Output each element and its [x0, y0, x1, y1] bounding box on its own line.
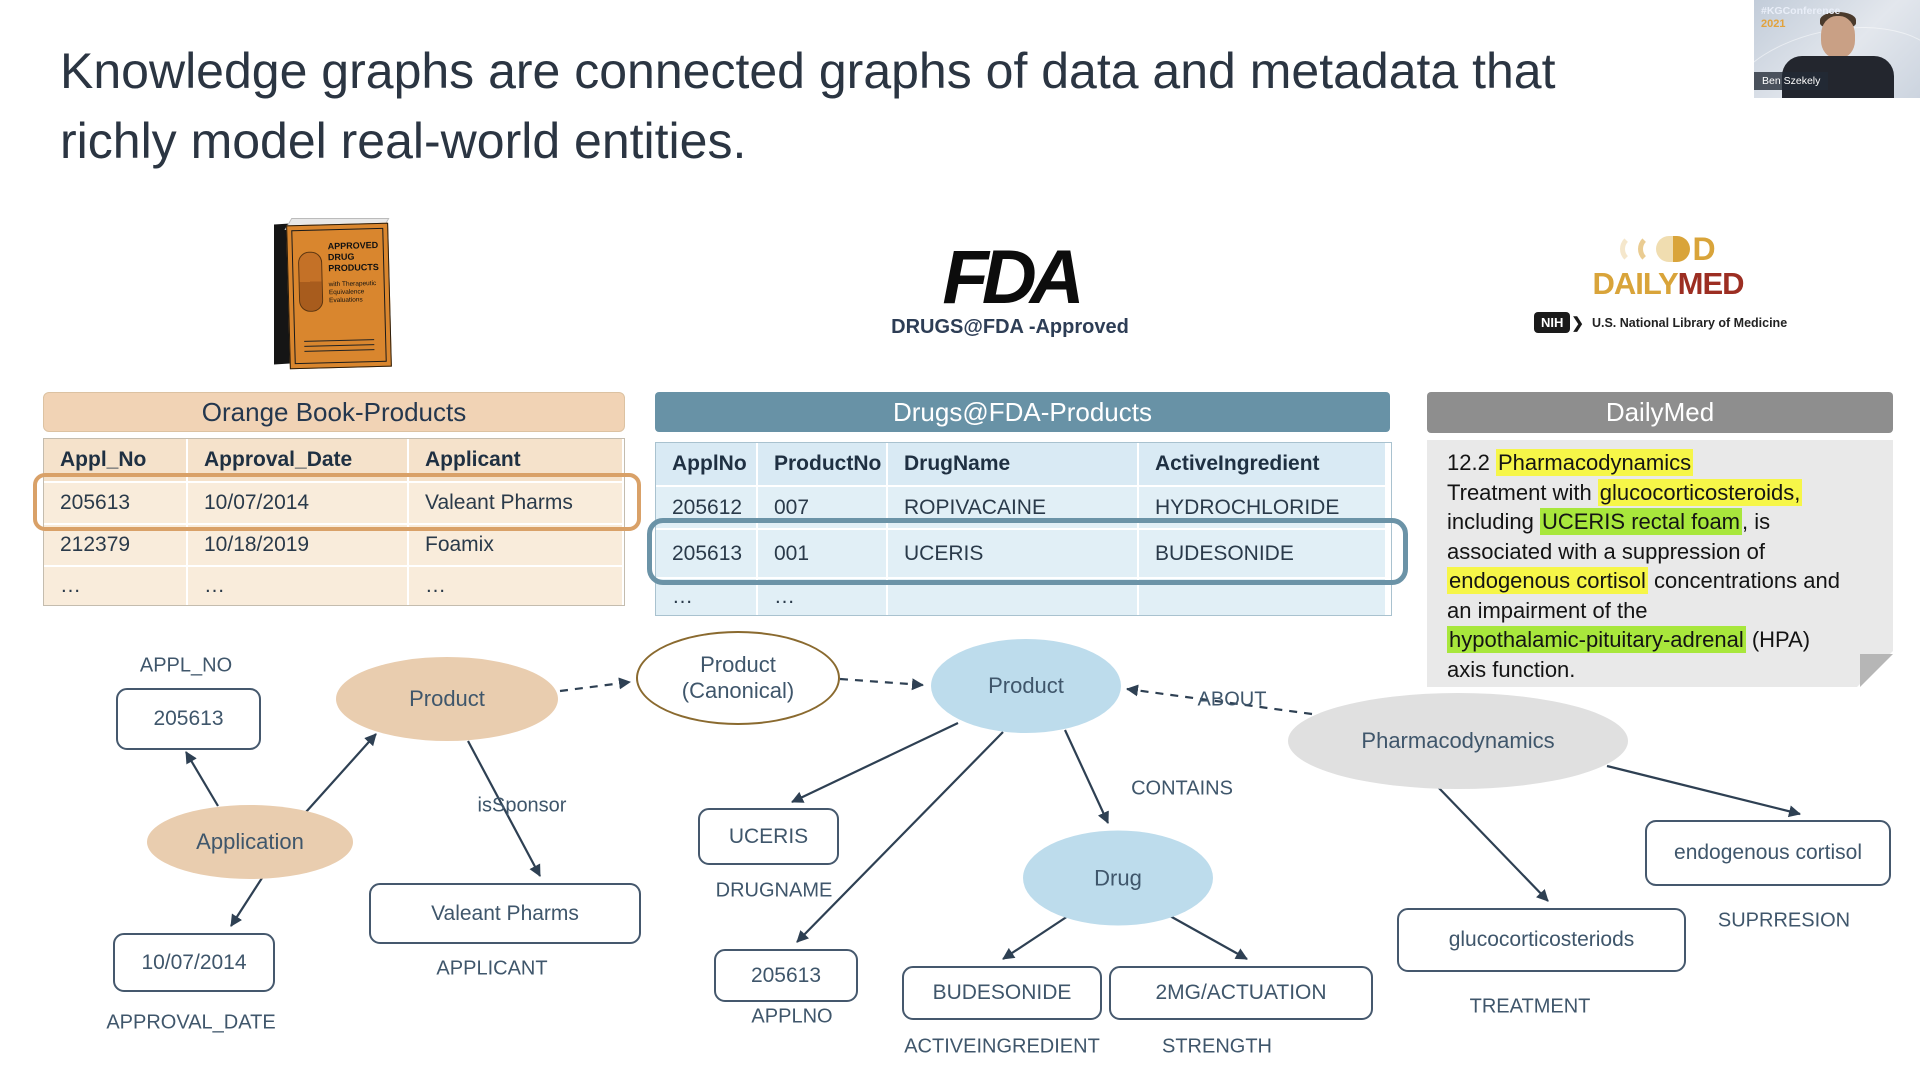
fda-col-header: ApplNo: [656, 443, 756, 485]
fda-table: ApplNo ProductNo DrugName ActiveIngredie…: [655, 442, 1392, 616]
value-box-strength: 2MG/ACTUATION: [1109, 966, 1373, 1020]
slide-title: Knowledge graphs are connected graphs of…: [60, 36, 1556, 176]
fda-cell: ROPIVACAINE: [888, 487, 1137, 528]
book-subtitle: with Therapeutic Equivalence Evaluations: [328, 280, 377, 305]
nih-badge: NIH: [1534, 312, 1571, 333]
slide-title-line1: Knowledge graphs are connected graphs of…: [60, 43, 1556, 99]
fda-logo: FDA DRUGS@FDA -Approved: [890, 235, 1130, 339]
nih-chevron-icon: ❯: [1571, 314, 1584, 332]
fda-cell: BUDESONIDE: [1139, 530, 1385, 577]
highlight-yellow: glucocorticosteroids,: [1597, 478, 1803, 506]
ob-cell: …: [44, 567, 186, 605]
ob-cell: Valeant Pharms: [409, 483, 622, 523]
value-box-applicant: Valeant Pharms: [369, 883, 641, 944]
slide-title-line2: richly model real-world entities.: [60, 113, 747, 169]
label-drugname: DRUGNAME: [715, 879, 833, 902]
node-product-orangebook: Product: [336, 657, 558, 741]
ob-cell: 205613: [44, 483, 186, 523]
highlight-green: UCERIS rectal foam: [1539, 508, 1743, 535]
dailymed-text: 12.2 Pharmacodynamics Treatment with glu…: [1447, 449, 1840, 682]
fda-cell: …: [656, 579, 756, 615]
fda-cell: UCERIS: [888, 530, 1137, 577]
ob-cell: …: [188, 567, 407, 605]
fda-cell: HYDROCHLORIDE: [1139, 487, 1385, 528]
value-box-applno: 205613: [714, 949, 858, 1002]
label-suppression: SUPRRESION: [1717, 909, 1851, 932]
speaker-name-label: Ben Szekely: [1754, 72, 1829, 90]
book-cover: APPROVED DRUG PRODUCTS with Therapeutic …: [286, 222, 392, 370]
label-approval-date: APPROVAL_DATE: [106, 1011, 276, 1034]
fda-cell: 205613: [656, 530, 756, 577]
ob-cell: 212379: [44, 525, 186, 565]
node-pharmacodynamics: Pharmacodynamics: [1288, 693, 1628, 789]
fda-col-header: ActiveIngredient: [1139, 443, 1385, 485]
book-title: APPROVED DRUG PRODUCTS: [327, 239, 379, 274]
webcam-video: #KGConference 2021 Ben Szekely: [1754, 0, 1920, 98]
orange-book-table: Appl_No Approval_Date Applicant 205613 1…: [43, 438, 625, 606]
speaker-head: [1821, 16, 1855, 58]
value-box-appl-no: 205613: [116, 688, 261, 750]
highlight-green: hypothalamic-pituitary-adrenal: [1447, 626, 1746, 653]
label-applno: APPLNO: [751, 1005, 833, 1028]
ob-cell: …: [409, 567, 622, 605]
value-box-activeingredient: BUDESONIDE: [902, 966, 1102, 1020]
value-box-suppression: endogenous cortisol: [1645, 820, 1891, 886]
nih-row: NIH ❯ U.S. National Library of Medicine: [1534, 312, 1808, 333]
dailymed-panel-body: 12.2 Pharmacodynamics Treatment with glu…: [1427, 440, 1893, 687]
fda-cell: 007: [758, 487, 886, 528]
ob-col-header: Applicant: [409, 439, 622, 481]
dailymed-logo: D DAILYMED NIH ❯ U.S. National Library o…: [1528, 230, 1808, 333]
label-contains: CONTAINS: [1131, 777, 1233, 800]
fda-logo-text: FDA: [942, 235, 1084, 320]
ob-col-header: Approval_Date: [188, 439, 407, 481]
fda-cell: …: [758, 579, 886, 615]
value-box-drugname: UCERIS: [698, 808, 839, 865]
highlight-yellow: endogenous cortisol: [1447, 567, 1648, 594]
label-treatment: TREATMENT: [1469, 995, 1591, 1018]
page-corner-fold: [1860, 654, 1893, 687]
label-appl-no: APPL_NO: [139, 654, 233, 677]
fda-col-header: DrugName: [888, 443, 1137, 485]
dailymed-pill-icon: D: [1528, 230, 1808, 267]
fda-table-title: Drugs@FDA-Products: [655, 392, 1390, 432]
label-activeingredient: ACTIVEINGREDIENT: [904, 1035, 1100, 1058]
label-is-sponsor: isSponsor: [477, 794, 567, 817]
ob-col-header: Appl_No: [44, 439, 186, 481]
ob-cell: 10/18/2019: [188, 525, 407, 565]
label-about: ABOUT: [1197, 688, 1267, 711]
node-product-canonical: Product (Canonical): [636, 631, 840, 725]
nih-caption: U.S. National Library of Medicine: [1591, 315, 1788, 330]
capsule-icon: [297, 251, 324, 313]
value-box-treatment: glucocorticosteriods: [1397, 908, 1686, 972]
conference-tag: #KGConference 2021: [1761, 5, 1841, 30]
ob-cell: Foamix: [409, 525, 622, 565]
fda-cell: [1139, 579, 1385, 615]
value-box-approval-date: 10/07/2014: [113, 933, 275, 992]
dailymed-panel-title: DailyMed: [1427, 392, 1893, 433]
orange-book-cover-image: APPROVED DRUG PRODUCTS with Therapeutic …: [272, 218, 394, 370]
ob-cell: 10/07/2014: [188, 483, 407, 523]
highlight-yellow: Pharmacodynamics: [1495, 449, 1694, 476]
fda-col-header: ProductNo: [758, 443, 886, 485]
dailymed-wordmark: DAILYMED: [1592, 266, 1744, 301]
node-application: Application: [147, 805, 353, 879]
fda-cell: [888, 579, 1137, 615]
dailymed-d: D: [1692, 230, 1716, 267]
node-drug: Drug: [1023, 830, 1213, 926]
node-product-fda: Product: [931, 639, 1121, 733]
fda-cell: 205612: [656, 487, 756, 528]
fda-logo-caption: DRUGS@FDA -Approved: [891, 316, 1129, 338]
fda-cell: 001: [758, 530, 886, 577]
orange-book-table-title: Orange Book-Products: [43, 392, 625, 432]
label-applicant: APPLICANT: [436, 957, 548, 980]
label-strength: STRENGTH: [1162, 1035, 1272, 1058]
